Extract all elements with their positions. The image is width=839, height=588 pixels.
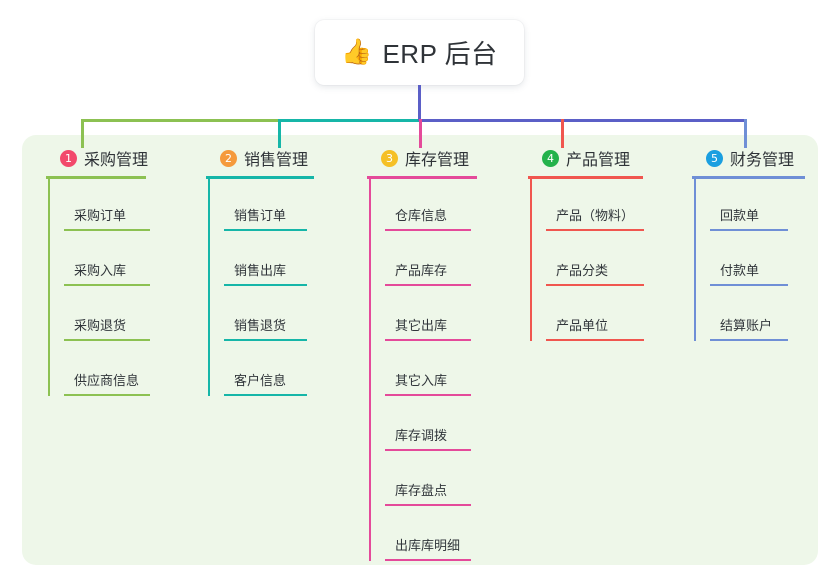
- branch-header-rule-4: [528, 176, 643, 179]
- list-item-label: 客户信息: [234, 373, 287, 388]
- list-item-rule: [710, 284, 788, 286]
- list-item-rule: [64, 229, 150, 231]
- branch-title-3: 库存管理: [405, 152, 470, 169]
- branch-badge-4: 4: [542, 149, 559, 167]
- branch-spine-5: [694, 176, 696, 341]
- connector-bus-left: [81, 119, 278, 122]
- list-item-rule: [224, 394, 307, 396]
- list-item-rule: [224, 229, 307, 231]
- list-item-label: 回款单: [720, 208, 760, 223]
- branch-badge-2: 2: [220, 149, 237, 167]
- branch-badge-5: 5: [706, 149, 723, 167]
- branch-drop-connector-4: [561, 119, 564, 148]
- branch-title-5: 财务管理: [730, 152, 795, 169]
- list-item-label: 采购退货: [74, 318, 127, 333]
- connector-bus-middle: [278, 119, 419, 122]
- list-item-rule: [385, 229, 471, 231]
- list-item-label: 付款单: [720, 263, 760, 278]
- list-item-rule: [710, 339, 788, 341]
- list-item-label: 产品分类: [556, 263, 609, 278]
- branch-column-1: 1 采购管理: [46, 146, 148, 179]
- list-item-label: 供应商信息: [74, 373, 140, 388]
- list-item-rule: [385, 394, 471, 396]
- list-item-label: 库存盘点: [395, 483, 448, 498]
- branch-column-2: 2 销售管理: [206, 146, 314, 179]
- list-item-label: 销售订单: [234, 208, 287, 223]
- branch-header-rule-5: [692, 176, 805, 179]
- root-node-title: ERP 后台: [382, 39, 498, 69]
- branch-drop-connector-1: [81, 119, 84, 148]
- branch-badge-3: 3: [381, 149, 398, 167]
- branch-drop-connector-2: [278, 119, 281, 148]
- list-item-label: 产品（物料）: [556, 208, 635, 223]
- list-item-label: 其它入库: [395, 373, 448, 388]
- branch-header-rule-2: [206, 176, 314, 179]
- list-item-rule: [710, 229, 788, 231]
- branch-title-2: 销售管理: [244, 152, 309, 169]
- list-item-label: 结算账户: [720, 318, 773, 333]
- list-item-label: 销售出库: [234, 263, 287, 278]
- list-item-rule: [546, 284, 644, 286]
- branch-header-2[interactable]: 2 销售管理: [206, 146, 314, 170]
- list-item-rule: [385, 504, 471, 506]
- branch-column-3: 3 库存管理: [367, 146, 477, 179]
- branch-column-4: 4 产品管理: [528, 146, 643, 179]
- list-item-label: 采购订单: [74, 208, 127, 223]
- list-item-label: 出库库明细: [395, 538, 461, 553]
- list-item-rule: [64, 394, 150, 396]
- list-item-label: 其它出库: [395, 318, 448, 333]
- list-item-label: 仓库信息: [395, 208, 448, 223]
- branch-header-rule-3: [367, 176, 477, 179]
- list-item-rule: [385, 559, 471, 561]
- list-item-label: 产品单位: [556, 318, 609, 333]
- branch-header-4[interactable]: 4 产品管理: [528, 146, 643, 170]
- list-item-rule: [64, 339, 150, 341]
- branch-title-1: 采购管理: [84, 152, 149, 169]
- list-item-rule: [385, 284, 471, 286]
- list-item-rule: [546, 229, 644, 231]
- list-item-rule: [224, 339, 307, 341]
- branch-badge-1: 1: [60, 149, 77, 167]
- root-stem-connector: [418, 85, 421, 121]
- branch-header-5[interactable]: 5 财务管理: [692, 146, 805, 170]
- thumbs-up-icon: 👍: [341, 38, 373, 66]
- branch-spine-2: [208, 176, 210, 396]
- list-item-rule: [385, 449, 471, 451]
- list-item-label: 产品库存: [395, 263, 448, 278]
- branch-spine-3: [369, 176, 371, 561]
- branch-drop-connector-3: [419, 119, 422, 148]
- root-node[interactable]: 👍 ERP 后台: [315, 20, 524, 85]
- connector-bus-right: [419, 119, 746, 122]
- diagram-panel: [22, 135, 818, 565]
- list-item-rule: [385, 339, 471, 341]
- list-item-label: 销售退货: [234, 318, 287, 333]
- branch-title-4: 产品管理: [566, 152, 631, 169]
- list-item-rule: [64, 284, 150, 286]
- list-item-label: 库存调拨: [395, 428, 448, 443]
- branch-column-5: 5 财务管理: [692, 146, 805, 179]
- branch-spine-4: [530, 176, 532, 341]
- branch-header-3[interactable]: 3 库存管理: [367, 146, 477, 170]
- list-item-rule: [546, 339, 644, 341]
- branch-header-1[interactable]: 1 采购管理: [46, 146, 148, 170]
- branch-header-rule-1: [46, 176, 146, 179]
- branch-spine-1: [48, 176, 50, 396]
- branch-drop-connector-5: [744, 119, 747, 148]
- list-item-label: 采购入库: [74, 263, 127, 278]
- list-item-rule: [224, 284, 307, 286]
